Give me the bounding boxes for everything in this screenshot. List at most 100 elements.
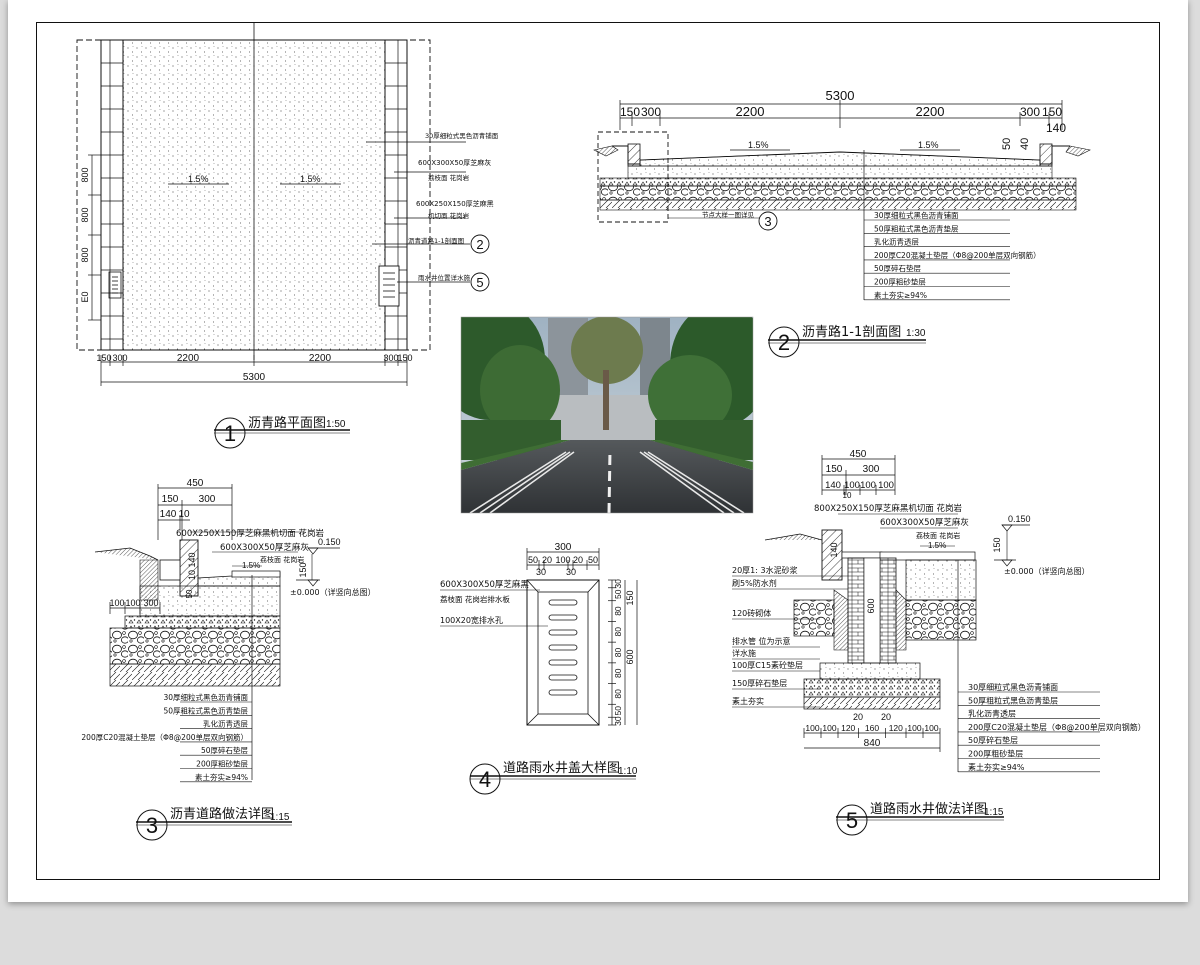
- plan-callout-mark-2: 5: [476, 275, 483, 290]
- plan-bottom-dimlines: [100, 355, 408, 386]
- cover-top-dimlines: [526, 548, 600, 570]
- section-dim-2: 300: [641, 105, 661, 119]
- road-detail-level-top: 0.150: [318, 537, 341, 547]
- cover-dim-sub-1: 30: [536, 567, 546, 577]
- plan-view: 1.5% 1.5% 800 800 800 E0 150 300 2200 22…: [76, 22, 499, 449]
- well-level-top-mark: [1001, 524, 1013, 532]
- well-planting: [764, 533, 823, 541]
- well-slope: 1.5%: [928, 541, 946, 550]
- well-road-base: [905, 559, 977, 601]
- section-dim-total: 5300: [826, 88, 855, 103]
- plan-dim-v-4: E0: [80, 291, 90, 302]
- well-bsmall-1: 20: [853, 712, 863, 722]
- plan-drain-left-slots: [112, 276, 118, 294]
- well-bottom-total: 840: [864, 738, 881, 749]
- well-left-label: 20厚1: 3水泥砂浆: [732, 565, 798, 575]
- well-level-top: 0.150: [1008, 514, 1031, 524]
- well-left-label: 详水施: [732, 648, 756, 658]
- plan-dim-b-3: 2200: [177, 353, 200, 364]
- road-detail-vdim-10: 10: [187, 570, 197, 580]
- road-detail-level-zero: ±0.000（详竖向总图）: [290, 587, 376, 597]
- cover-dim-4: 20: [573, 555, 583, 565]
- plan-title-number: 1: [224, 421, 236, 446]
- plan-dim-v-3: 800: [80, 247, 90, 262]
- cover-right-dim: 80: [613, 648, 623, 658]
- well-left-label: 排水管 位为示意: [732, 636, 791, 646]
- drain-well-view: 450 150 300 140 10 100 100 100 800X250X1…: [732, 449, 1146, 836]
- well-level-zero-mark: [1001, 559, 1013, 567]
- cover-right-top: 150: [625, 590, 635, 605]
- layer-label: 50厚粗粒式黑色沥青垫层: [163, 705, 248, 715]
- plan-title: 沥青路平面图: [248, 415, 326, 431]
- layer-label: 200厚C20混凝土垫层（Φ8@200单层双向钢筋）: [81, 732, 248, 742]
- cover-right-dim: 50: [613, 706, 623, 716]
- well-dim-140: 140: [825, 480, 841, 491]
- road-detail-dim-300: 300: [199, 494, 216, 505]
- section-planting-right: [1065, 145, 1091, 157]
- well-bottom-dim: 100: [805, 723, 819, 733]
- section-dim-3: 2200: [736, 104, 765, 119]
- road-detail-curb-label-3: 荔枝面 花岗岩: [260, 555, 304, 564]
- cover-drain-slots: [548, 599, 578, 696]
- cover-title-number: 4: [479, 767, 491, 792]
- road-detail-planting: [94, 547, 159, 561]
- layer-label: 200厚粗砂垫层: [196, 759, 248, 769]
- road-detail-bdim-3: 300: [143, 598, 158, 608]
- plan-callout-7: 雨水井位置详水施: [418, 273, 471, 282]
- layer-label: 素土夯实≥94%: [968, 762, 1025, 772]
- well-bottom-dim: 120: [841, 723, 855, 733]
- section-detail-ref: 节点大样一图详见: [702, 210, 755, 219]
- cover-title: 道路雨水井盖大样图: [503, 760, 620, 776]
- road-detail-edge-paver: [159, 559, 181, 581]
- layer-label: 200厚粗砂垫层: [968, 749, 1023, 759]
- plan-title-scale: 1:50: [326, 419, 346, 430]
- section-slope-left: 1.5%: [748, 140, 769, 150]
- road-detail-layer-labels: 30厚细粒式黑色沥青铺面50厚粗粒式黑色沥青垫层乳化沥青透层200厚C20混凝土…: [81, 692, 248, 782]
- cover-dim-5: 50: [588, 555, 598, 565]
- road-detail-vdim-50: 50: [185, 589, 194, 598]
- plan-dim-b-5: 300: [383, 353, 398, 363]
- section-title: 沥青路1-1剖面图: [802, 324, 901, 340]
- drain-slot: [548, 659, 578, 666]
- well-stones-right: [905, 599, 977, 641]
- road-detail-dim-150: 150: [162, 494, 179, 505]
- plan-dim-b-4: 2200: [309, 353, 332, 364]
- well-top-label-3: 荔枝面 花岗岩: [916, 531, 960, 540]
- plan-left-curb: [100, 39, 124, 351]
- road-detail-stones: [109, 627, 281, 665]
- plan-callout-mark-1: 2: [476, 237, 483, 252]
- cover-right-total: 600: [625, 649, 635, 664]
- well-top-label-1: 800X250X150厚芝麻黑机切面 花岗岩: [814, 503, 963, 514]
- well-vdim-140: 140: [829, 542, 839, 557]
- section-asphalt-layer: [639, 151, 1041, 167]
- plan-drain-left: [108, 271, 122, 299]
- plan-dim-b-1: 150: [96, 353, 111, 363]
- plan-slope-left: 1.5%: [188, 174, 209, 184]
- well-dim-100c: 100: [878, 480, 894, 491]
- well-bottom-dim: 100: [907, 723, 921, 733]
- section-dim-4: 2200: [916, 104, 945, 119]
- well-stones-left: [793, 599, 835, 637]
- section-layer-labels: 30厚细粒式黑色沥青铺面50厚粗粒式黑色沥青垫层乳化沥青透层200厚C20混凝土…: [874, 210, 1041, 300]
- cover-inner: [537, 591, 589, 715]
- section-layer-ticks: [864, 219, 1010, 301]
- well-left-label: 素土夯实: [732, 696, 764, 706]
- well-layer-ticks: [958, 691, 1100, 773]
- well-left-label: 刷5%防水剂: [732, 578, 777, 588]
- drain-cover-view: 300 50 20 100 20 50 30 30 600X300X50厚芝麻黑…: [440, 542, 638, 795]
- plan-slope-right: 1.5%: [300, 174, 321, 184]
- road-detail-title-number: 3: [146, 813, 158, 838]
- cover-label-3: 100X20宽排水孔: [440, 615, 503, 625]
- well-bottom-dim: 100: [924, 723, 938, 733]
- well-bottom-dim: 160: [865, 723, 879, 733]
- section-dim-right-50: 50: [1001, 138, 1013, 150]
- well-dim-450: 450: [850, 449, 867, 460]
- drain-slot: [548, 599, 578, 606]
- well-wall-left: [847, 557, 865, 664]
- section-title-scale: 1:30: [906, 328, 926, 339]
- layer-label: 50厚粗粒式黑色沥青垫层: [968, 695, 1058, 705]
